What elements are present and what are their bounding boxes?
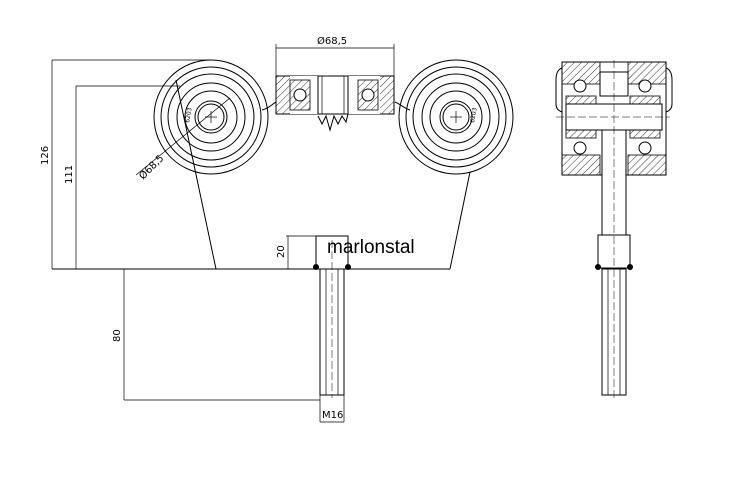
dim-height-outer: 126 <box>40 146 51 165</box>
dim-height-inner: 111 <box>64 165 75 184</box>
dim-bearing-diameter: Ø68,5 <box>317 35 347 47</box>
bearing-diameter-dimension: Ø68,5 <box>275 35 395 76</box>
plate-height-dimension: 20 <box>276 235 316 269</box>
brand-label: marlonstal <box>327 237 415 258</box>
wheel-label-left: 6203 <box>184 107 194 123</box>
dim-thread: M16 <box>322 410 343 421</box>
stud-length-dimension: 80 <box>112 269 320 401</box>
right-wheel: 6203 <box>398 59 514 175</box>
dim-stud-length: 80 <box>112 329 123 342</box>
outer-height-dimension: 126 <box>40 59 211 269</box>
dim-plate-height: 20 <box>276 245 287 258</box>
wheel-label-right: 6203 <box>469 107 479 123</box>
center-bearing-section <box>275 75 395 132</box>
carriage-body <box>52 79 471 270</box>
threaded-stud <box>319 240 345 398</box>
thread-callout: M16 <box>319 395 345 423</box>
dim-wheel-diameter: Ø68,5 <box>137 152 167 182</box>
left-wheel: 6203 <box>153 59 269 175</box>
wheel-diameter-leader: Ø68,5 <box>135 97 231 182</box>
inner-height-dimension: 111 <box>64 85 180 269</box>
side-view <box>555 60 673 398</box>
